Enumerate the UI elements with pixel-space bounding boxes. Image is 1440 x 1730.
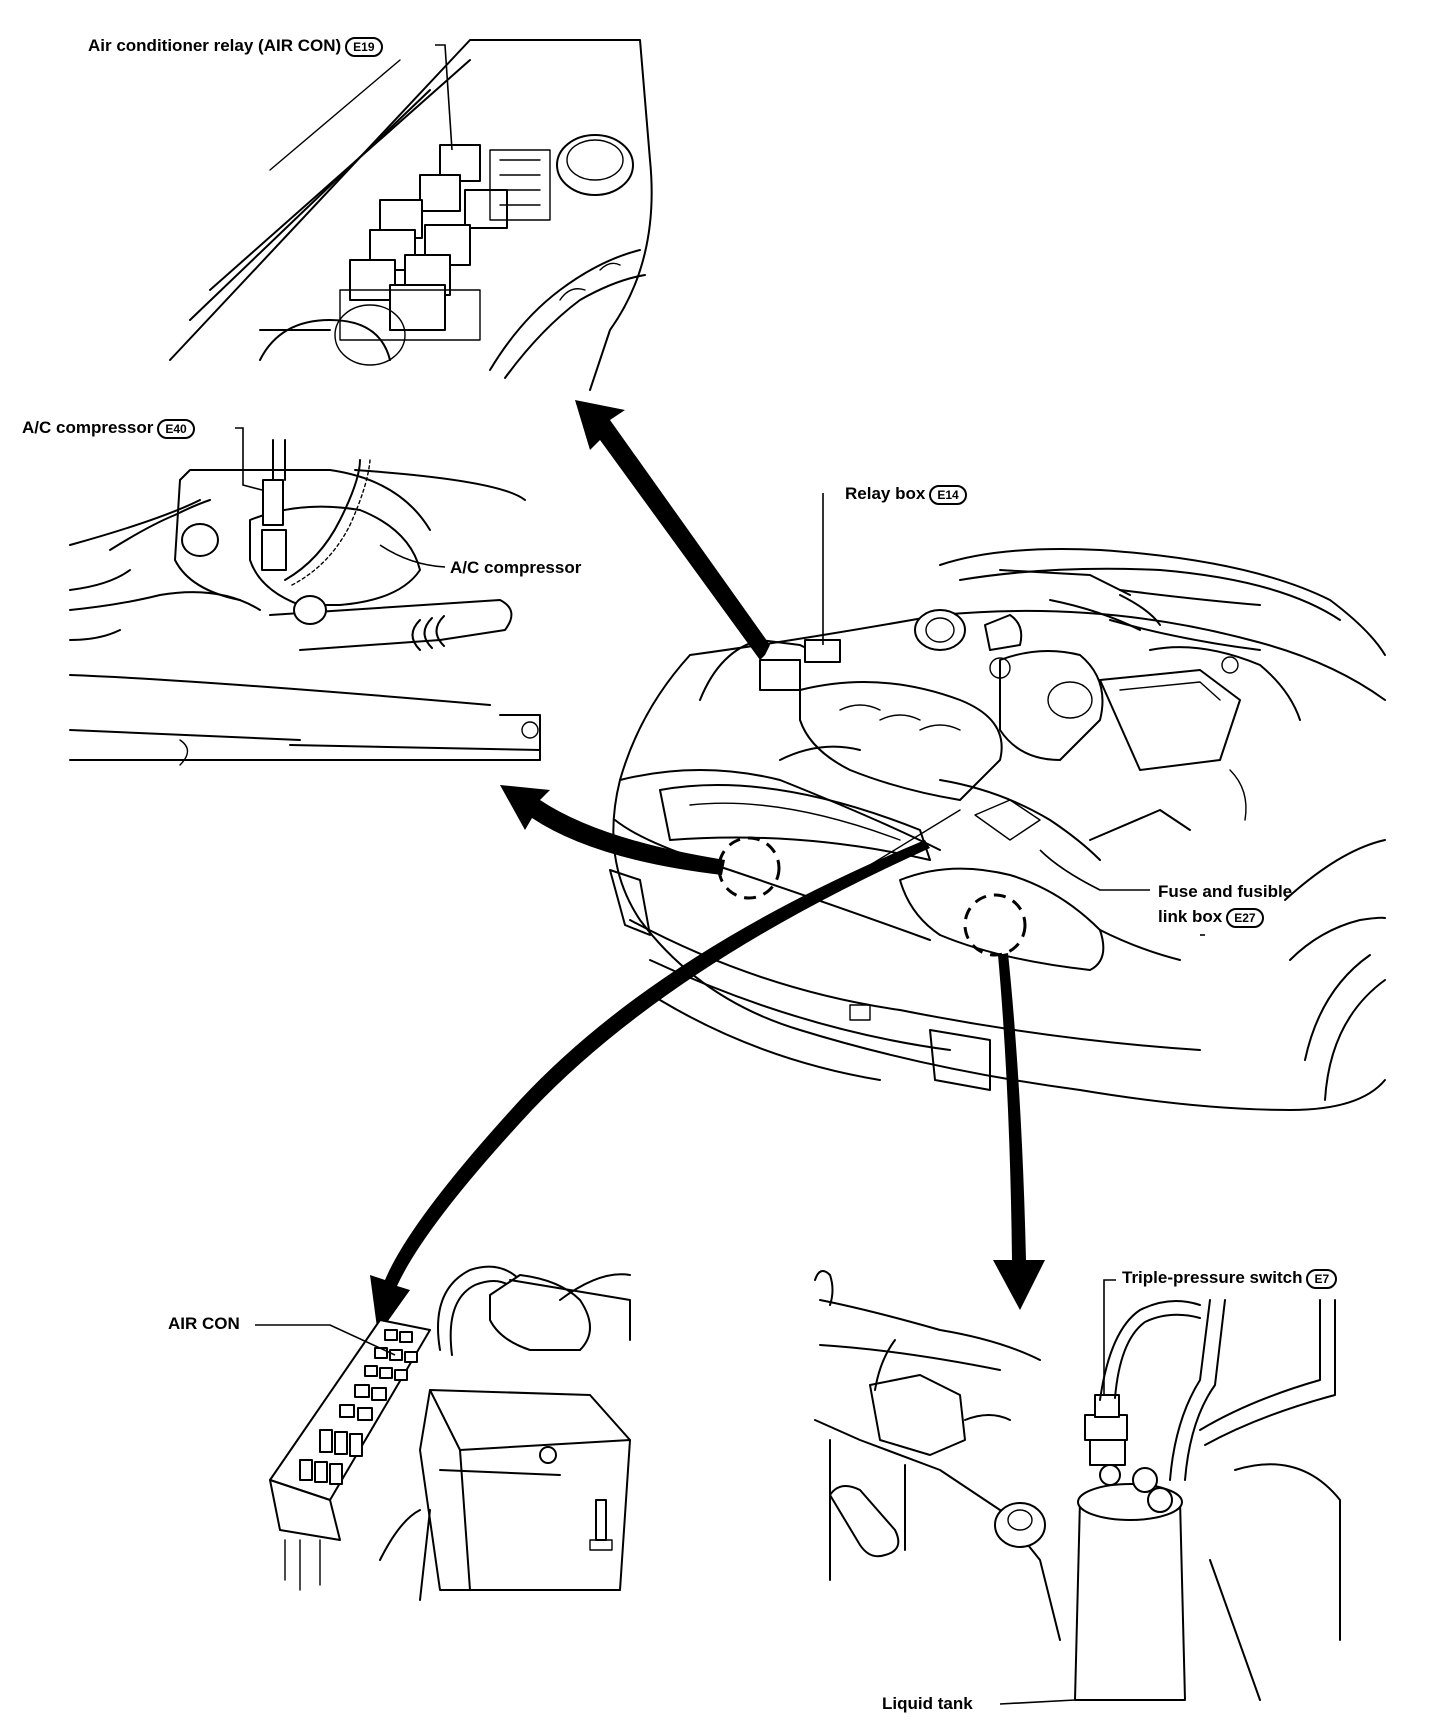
relay-cluster (339, 144, 551, 341)
liquid-tank-label: Liquid tank (882, 1694, 973, 1714)
triple-pressure-switch-label-text: Triple-pressure switch (1122, 1268, 1303, 1287)
air-con-fuse-label-text: AIR CON (168, 1314, 240, 1333)
liquid-tank-detail-view (814, 1270, 1341, 1705)
relay-box-connector-badge: E14 (929, 484, 967, 505)
fuse-box-label-line1: Fuse and fusible (1158, 882, 1292, 902)
arrow-to-compressor-view (500, 785, 725, 875)
ac-compressor-connector-badge: E40 (157, 418, 195, 439)
fuse-box-detail-view (255, 1265, 631, 1601)
liquid-tank-label-text: Liquid tank (882, 1694, 973, 1713)
ac-relay-label: Air conditioner relay (AIR CON)E19 (88, 36, 383, 57)
arrow-to-liquid-tank-view (993, 953, 1045, 1310)
ac-relay-label-text: Air conditioner relay (AIR CON) (88, 36, 342, 55)
arrow-to-fuse-view (370, 840, 930, 1335)
air-con-fuse-label: AIR CON (168, 1314, 240, 1334)
ac-compressor-label-text: A/C compressor (450, 558, 582, 577)
fuse-rows (299, 1329, 418, 1485)
compressor-detail-view (69, 427, 541, 766)
fuse-box-label-line1-text: Fuse and fusible (1158, 882, 1293, 901)
locator-circle-compressor (717, 836, 781, 900)
fuse-box-label-line2-text: link box (1158, 907, 1223, 926)
relay-box-detail-view (169, 39, 653, 391)
ac-compressor-label: A/C compressor (450, 558, 581, 578)
locator-circle-liquid-tank (963, 893, 1027, 957)
ac-relay-connector-badge: E19 (345, 36, 383, 57)
relay-box-label-text: Relay box (845, 484, 926, 503)
fuse-box-connector-badge: E27 (1226, 907, 1264, 928)
arrow-to-relay-view (575, 400, 770, 660)
triple-pressure-connector-badge: E7 (1306, 1268, 1338, 1289)
ac-compressor-connector-label-text: A/C compressor (22, 418, 154, 437)
